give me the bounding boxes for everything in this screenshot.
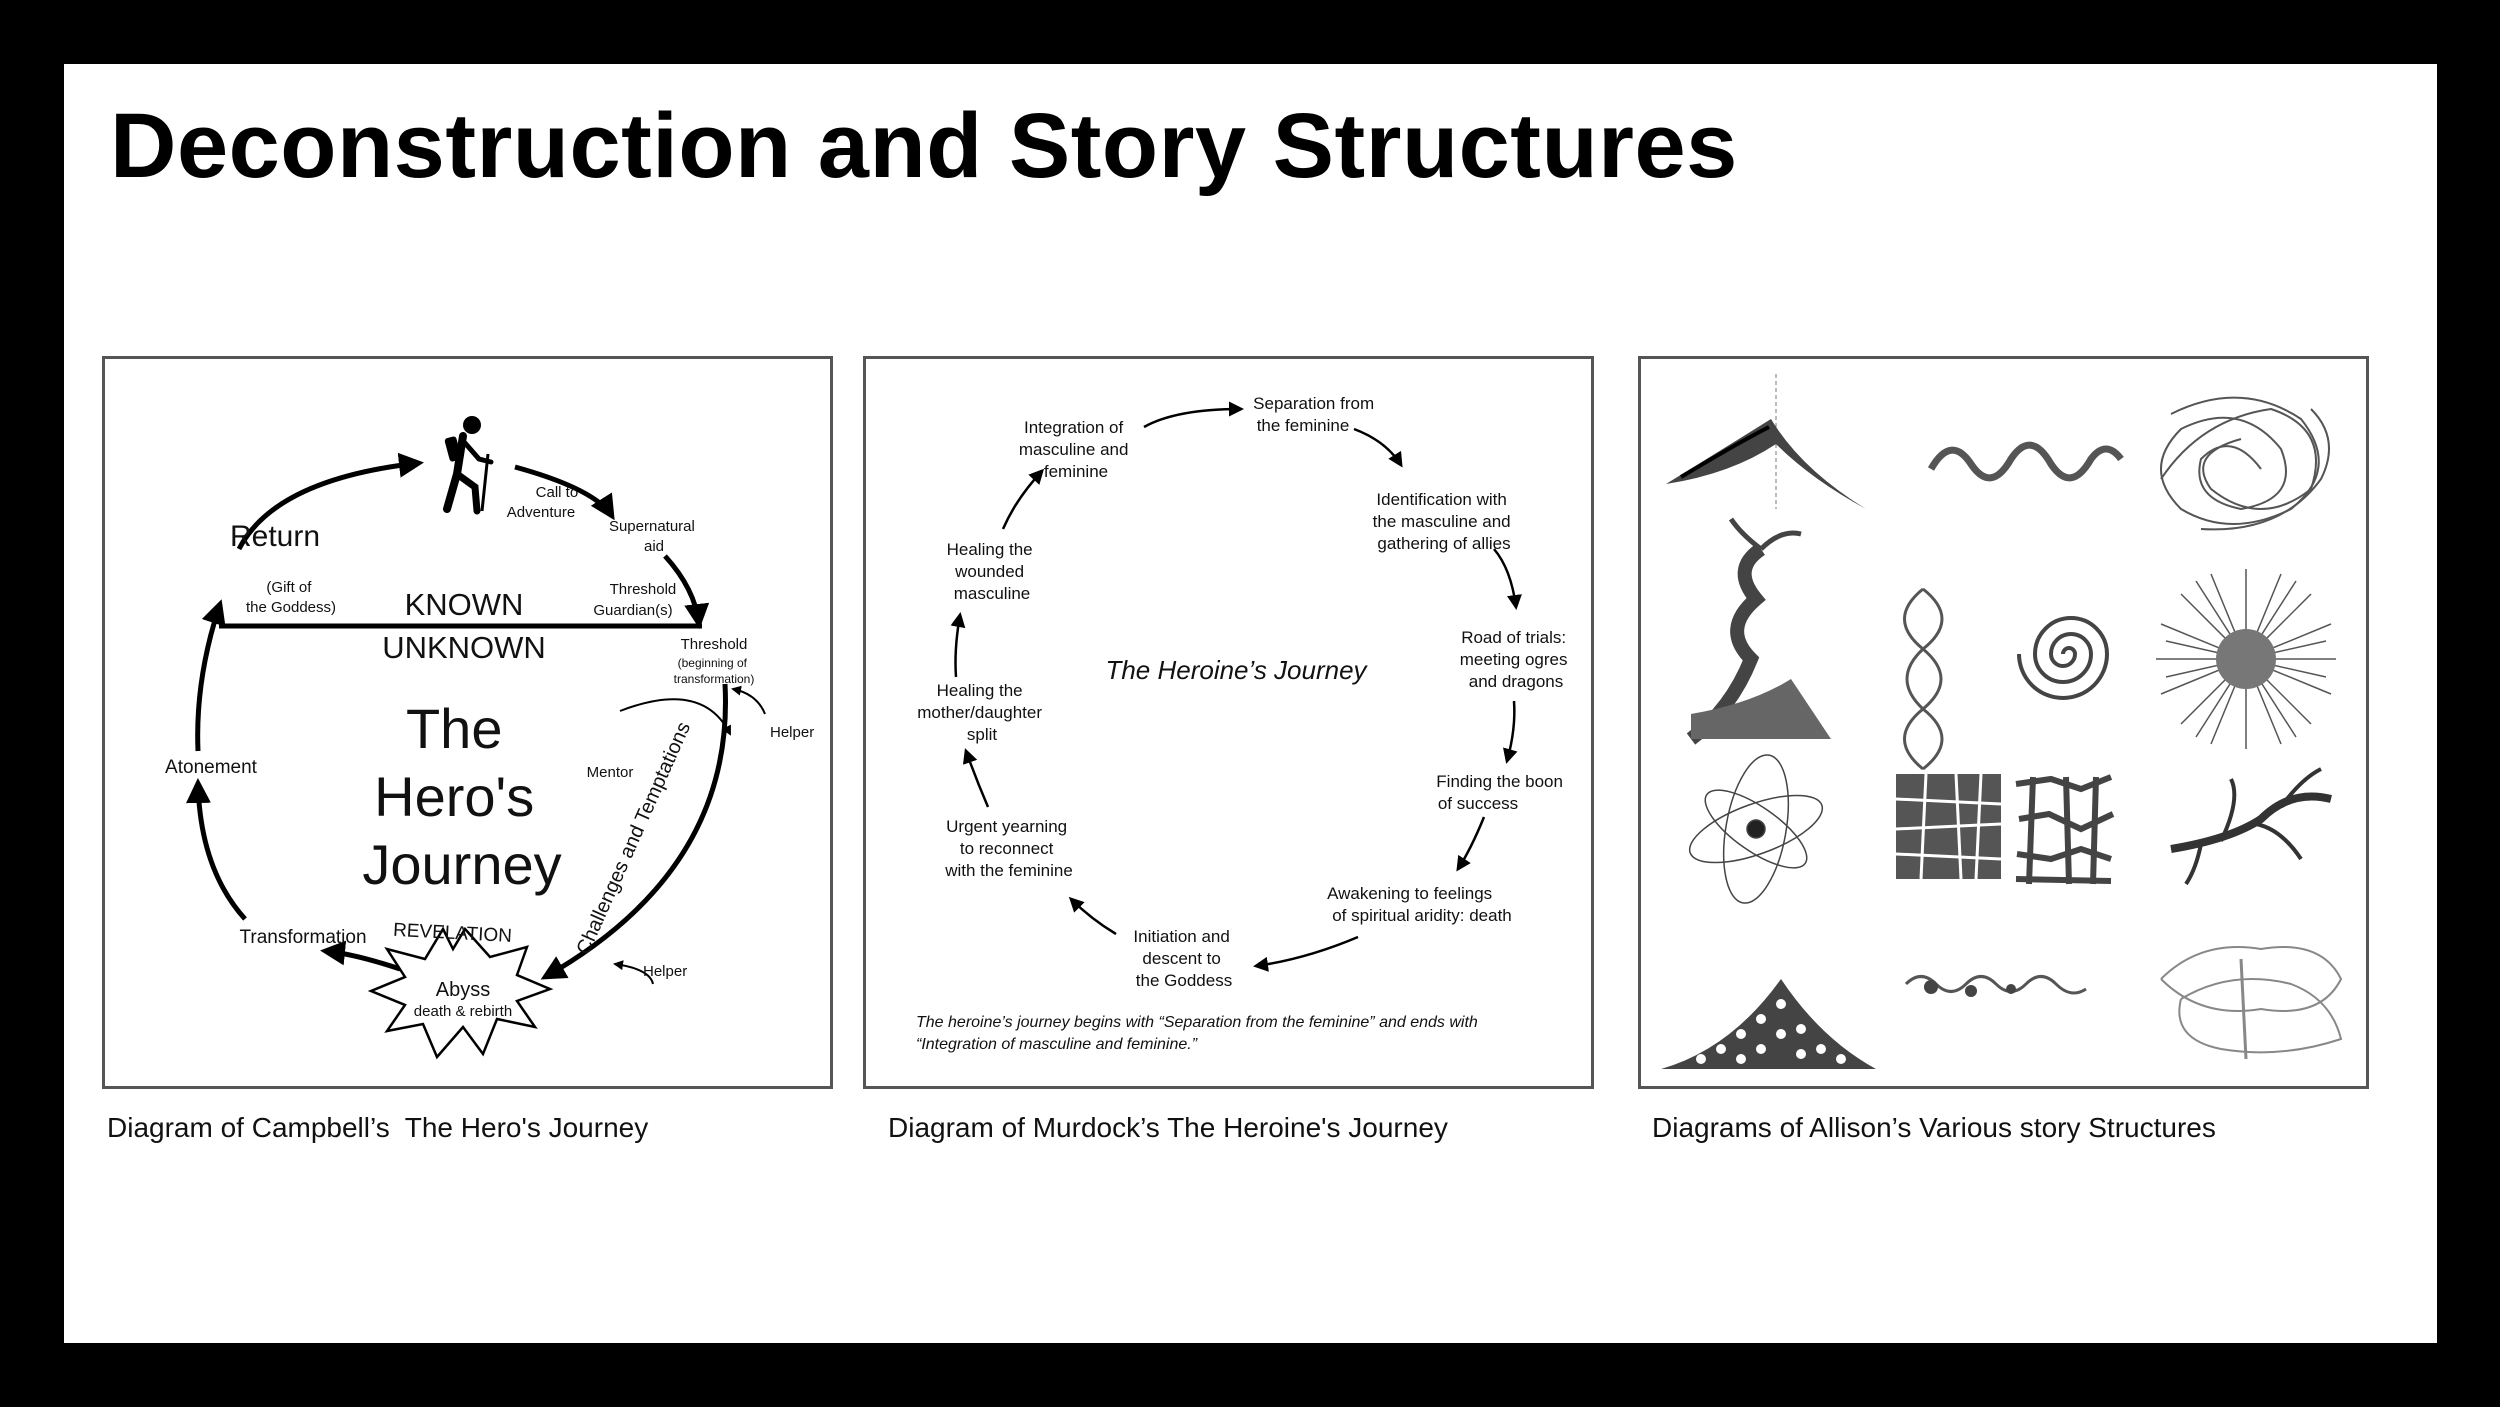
stage-integration: Integration of masculine and feminine: [1019, 418, 1133, 481]
stage-identification: Identification with the masculine and ga…: [1373, 490, 1516, 553]
known-label: KNOWN: [405, 587, 524, 622]
gift-label: (Gift of the Goddess): [246, 579, 336, 616]
stage-healing-mother: Healing the mother/daughter split: [917, 681, 1046, 744]
abyss-label: Abyss: [436, 979, 490, 1001]
revelation-label: REVELATION: [393, 920, 513, 947]
mentor-arrow: [619, 698, 731, 736]
hero-center-title: The Hero's Journey: [362, 697, 561, 896]
guardian-label: Threshold Guardian(s): [593, 581, 680, 619]
slide: Deconstruction and Story Structures: [64, 64, 2437, 1343]
heros-journey-diagram: Call to Adventure Supernatural aid Thres…: [102, 356, 833, 1089]
helix-sketch: [1903, 587, 1944, 771]
stage-road: Road of trials: meeting ogres and dragon…: [1460, 628, 1572, 691]
return-to-start-arrow: [236, 452, 424, 551]
wave-sketch: [1927, 441, 2124, 482]
mentor-label: Mentor: [587, 764, 634, 781]
stage-awakening: Awakening to feelings of spiritual aridi…: [1327, 884, 1512, 925]
return-arrow: [195, 599, 226, 752]
atonement-arrow: [185, 778, 247, 921]
slide-title: Deconstruction and Story Structures: [110, 95, 1738, 197]
atonement-label: Atonement: [165, 757, 258, 778]
heroine-footnote: The heroine’s journey begins with “Separ…: [916, 1014, 1482, 1053]
allison-structures-svg: [1661, 374, 2343, 1069]
tangle-sketch: [2160, 396, 2330, 531]
vortex-sketch: [1904, 975, 2087, 997]
return-label: Return: [230, 520, 320, 553]
helper-arrow-1: [731, 685, 766, 715]
orbit-sketch: [1688, 754, 1824, 904]
cloud-sketch: [2160, 946, 2343, 1060]
cells-sketch: [1895, 773, 2002, 880]
heroines-journey-svg: The Heroine’s Journey Separation from th…: [916, 394, 1572, 1053]
helper-label-2: Helper: [643, 963, 687, 980]
roots-sketch: [2170, 767, 2332, 886]
threshold-arrow: [663, 554, 710, 629]
threshold-sub-label: (beginning of transformation): [674, 656, 755, 686]
hiker-icon: [443, 416, 494, 515]
honeycomb-sketch: [1661, 979, 1876, 1069]
stage-yearning: Urgent yearning to reconnect with the fe…: [944, 817, 1073, 880]
mountain-sketch: [1666, 374, 1866, 509]
starburst-sketch: [2156, 569, 2336, 749]
stage-initiation: Initiation and descent to the Goddess: [1133, 927, 1234, 990]
stage-separation: Separation from the feminine: [1253, 394, 1379, 435]
stage-healing-wounded: Healing the wounded masculine: [947, 540, 1038, 603]
challenges-label: Challenges and Temptations: [572, 719, 695, 958]
abyss-sub-label: death & rebirth: [414, 1003, 512, 1020]
transformation-label: Transformation: [239, 927, 366, 948]
spiral-sketch: [2017, 616, 2110, 700]
helper-label-1: Helper: [770, 724, 814, 741]
abyss-starburst: [367, 926, 554, 1060]
call-label: Call to Adventure: [507, 484, 583, 521]
allison-caption: Diagrams of Allison’s Various story Stru…: [1652, 1112, 2216, 1143]
heroine-caption: Diagram of Murdock’s The Heroine's Journ…: [888, 1112, 1448, 1143]
unknown-label: UNKNOWN: [382, 630, 546, 665]
heroine-arrows: [950, 401, 1522, 972]
transformation-arrow: [320, 940, 401, 972]
call-arrow: [514, 464, 615, 521]
allison-structures-diagram: [1638, 356, 2369, 1089]
cracks-sketch: [2015, 774, 2115, 885]
helper-arrow-2: [613, 960, 654, 985]
heroine-center-title: The Heroine’s Journey: [1105, 655, 1368, 685]
heros-journey-svg: Call to Adventure Supernatural aid Thres…: [165, 416, 814, 1060]
supernatural-label: Supernatural aid: [609, 518, 699, 555]
hero-caption: Diagram of Campbell’s The Hero's Journey: [107, 1112, 649, 1143]
stage-boon: Finding the boon of success: [1436, 772, 1567, 813]
threshold-label: Threshold: [681, 636, 748, 653]
heroines-journey-diagram: The Heroine’s Journey Separation from th…: [863, 356, 1594, 1089]
tree-sketch: [1686, 517, 1831, 745]
